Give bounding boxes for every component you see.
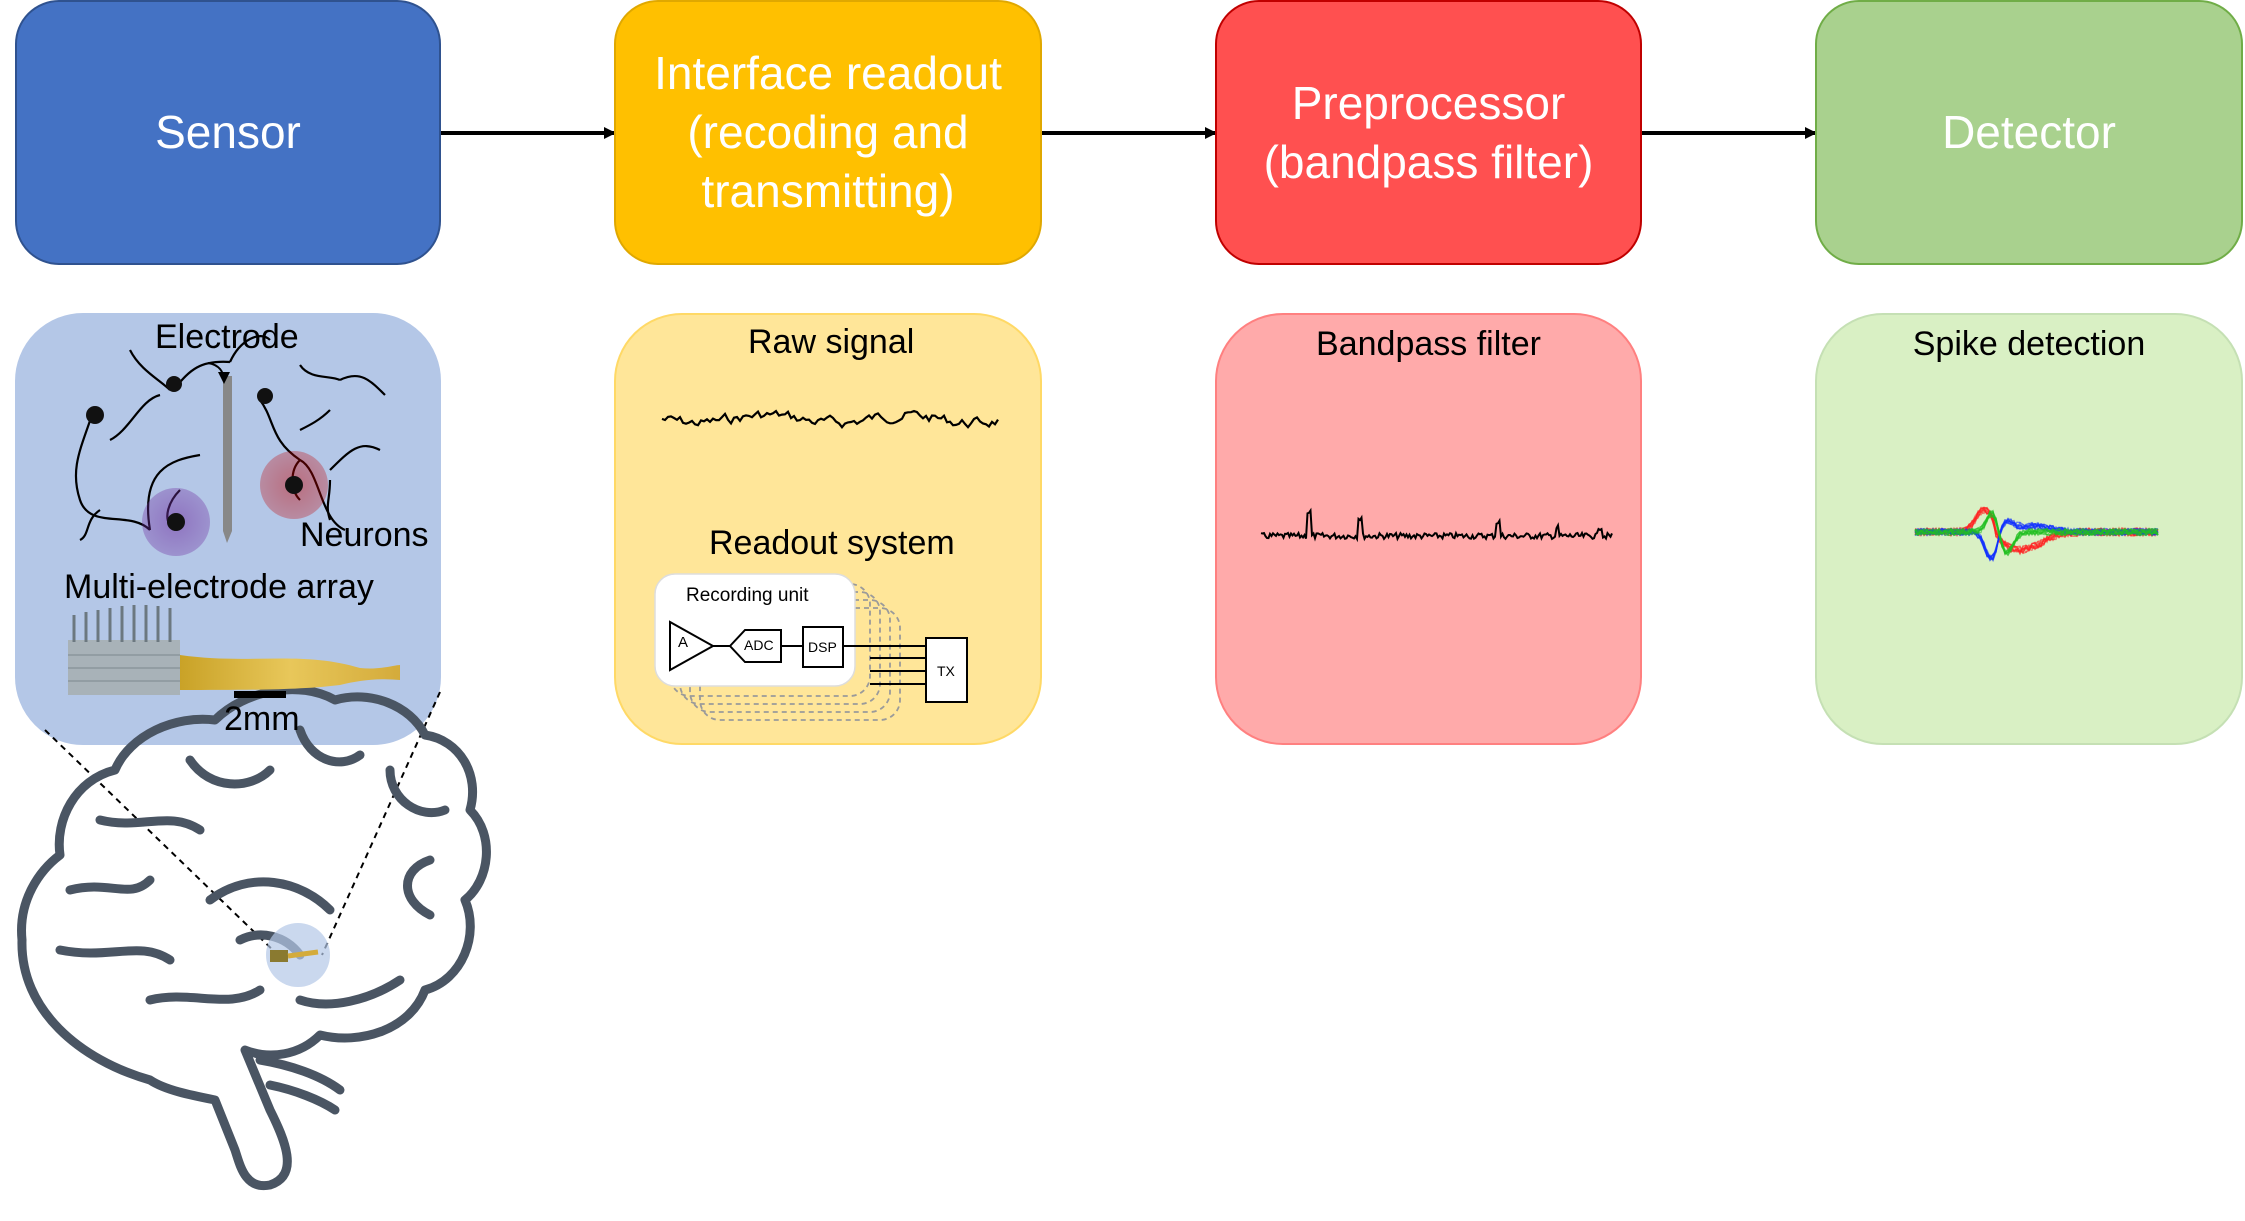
readout-system-title: Readout system [709,524,955,562]
blue-spike-waveform [1914,519,2159,560]
bandpass-signal-trace [1260,507,1613,543]
stage-sensor-label: Sensor [155,106,301,158]
electrode-shank [223,376,232,531]
raw-signal-trace [661,409,999,429]
green-spike-waveform [1914,516,2159,554]
dsp-label: DSP [808,639,837,655]
array-label: Multi-electrode array [64,568,374,606]
adc-label: ADC [744,637,774,653]
recording-unit-label: Recording unit [686,585,809,606]
tx-icon [925,637,968,703]
zoom-line-right [321,691,441,956]
scale-label: 2mm [224,700,300,738]
stage-sensor: Sensor [15,0,441,265]
stage-detector-label: Detector [1942,106,2116,158]
electrode-pointer [207,362,230,384]
stage-interface-readout: Interface readout (recoding and transmit… [614,0,1042,265]
neuron-cell-bodies [86,376,303,531]
spike-waveforms [1914,506,2159,563]
raw-signal-title: Raw signal [748,323,915,361]
stage-interface-readout-label: Interface readout (recoding and transmit… [654,47,1002,217]
amp-label: A [678,634,689,651]
stage-detector: Detector [1815,0,2243,265]
scale-bar [234,691,286,698]
amplifier-icon [669,620,716,672]
tx-label: TX [937,663,955,679]
stage-preprocessor: Preprocessor (bandpass filter) [1215,0,1642,265]
stage-preprocessor-label: Preprocessor (bandpass filter) [1263,76,1594,188]
implant-icon [270,950,288,962]
readout-schematic [654,573,968,721]
zoom-line-left [44,729,279,956]
electrode-label: Electrode [155,318,299,356]
brain-icon [17,685,491,1191]
electrode-array-icon [68,605,400,695]
neurons-label: Neurons [300,516,429,554]
